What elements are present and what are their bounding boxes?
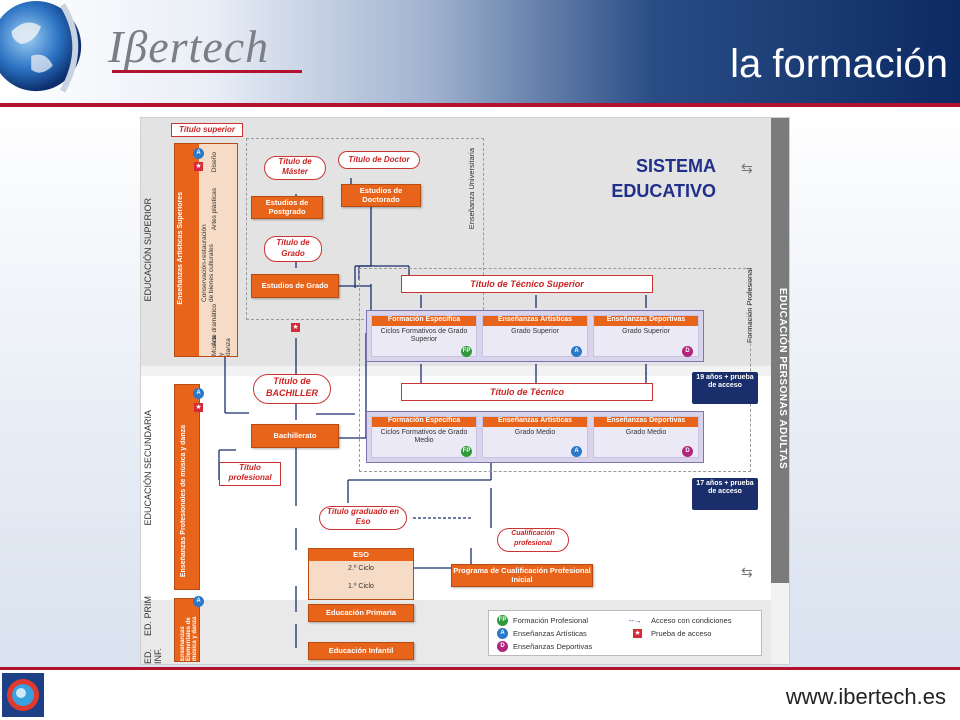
universitaria-region [246,138,484,320]
fp-col-body: Grado Superior [622,328,670,335]
fp-col-body: Ciclos Formativos de Grado Superior [380,328,468,343]
titulo-tecnico-superior: Título de Técnico Superior [401,275,653,293]
header-divider [0,103,960,107]
eso-ciclo-2: 2.º Ciclo [348,565,374,572]
legend-artisticas-label: Enseñanzas Artísticas [513,629,587,638]
titulo-master: Título de Máster [264,156,326,180]
artisticas-items: Diseño Artes plásticas Conservación-rest… [199,144,237,356]
pcpi-box: Programa de Cualificación Profesional In… [451,564,593,587]
fp-region-label: Formación Profesional [745,268,754,344]
artisticas-badge-icon: A [193,388,204,399]
fp-medio-group: Formación Específica Ciclos Formativos d… [366,411,704,463]
footer-globe-icon [2,673,44,717]
artisticas-item: Diseño [211,152,218,173]
fp-col-body: Grado Medio [514,429,556,436]
titulo-profesional: Título profesional [219,462,281,486]
heading-line: SISTEMA [635,156,716,176]
universitaria-label: Enseñanza Universitaria [467,148,476,230]
footer-divider [0,667,960,670]
fp-col-head: Formación Específica [372,316,476,326]
prueba-acceso-star-icon: ★ [194,162,203,171]
eso-ciclo-1: 1.º Ciclo [348,583,374,590]
fp-superior-col: Enseñanzas Deportivas Grado Superior [593,315,699,357]
footer [0,670,960,720]
titulo-doctor: Título de Doctor [338,151,420,169]
fp-col-head: Formación Específica [372,417,476,427]
educacion-primaria-box: Educación Primaria [308,604,414,622]
education-system-diagram: EDUCACIÓN PERSONAS ADULTAS EDUCACIÓN SUP… [140,117,790,665]
legend-deportivas-icon: D [497,641,508,652]
artisticas-badge-icon: A [571,346,582,357]
prueba-acceso-star-icon: ★ [291,323,300,332]
band-adultos: EDUCACIÓN PERSONAS ADULTAS [771,118,789,583]
fp-col-body: Grado Superior [511,328,559,335]
heading-line: EDUCATIVO [611,181,716,201]
titulo-bachiller: Título de BACHILLER [253,374,331,404]
fp-medio-col: Enseñanzas Artísticas Grado Medio [482,416,588,458]
artisticas-item: Conservación-restauración de bienes cult… [201,224,215,302]
deportivas-badge-icon: D [682,346,693,357]
titulo-graduado-eso: Título graduado en Eso [319,506,407,530]
estudios-grado: Estudios de Grado [251,274,339,298]
fp-badge-icon: FP [461,446,472,457]
fp-col-head: Enseñanzas Deportivas [594,316,698,326]
band-adultos-label: EDUCACIÓN PERSONAS ADULTAS [777,288,788,470]
estudios-postgrado: Estudios de Postgrado [251,196,323,219]
legend: FP Formación Profesional A Enseñanzas Ar… [488,610,762,656]
prueba-acceso-star-icon: ★ [194,403,203,412]
legend-acceso-label: Acceso con condiciones [651,616,732,625]
titulo-tecnico: Título de Técnico [401,383,653,401]
dashed-arrow-icon: --→ [629,616,642,625]
page-title: la formación [730,42,948,86]
titulo-superior: Título superior [171,123,243,137]
fp-col-head: Enseñanzas Artísticas [483,417,587,427]
legend-deportivas-label: Enseñanzas Deportivas [513,642,593,651]
brand-underline [112,70,302,73]
fp-badge-icon: FP [461,346,472,357]
legend-artisticas-icon: A [497,628,508,639]
legend-fp-icon: FP [497,615,508,626]
bachillerato-box: Bachillerato [251,424,339,448]
website-url[interactable]: www.ibertech.es [785,684,946,709]
artisticas-badge-icon: A [571,446,582,457]
artisticas-superiores-label: Enseñanzas Artísticas Superiores [177,192,184,305]
bidirectional-arrows-icon: ⇆ [741,160,753,176]
artisticas-profesionales-label: Enseñanzas Profesionales de música y dan… [180,425,187,578]
fp-superior-col: Formación Específica Ciclos Formativos d… [371,315,477,357]
access-17-box: 17 años + prueba de acceso [692,478,758,510]
access-19-box: 19 años + prueba de acceso [692,372,758,404]
bidirectional-arrows-icon: ⇆ [741,564,753,580]
fp-medio-col: Enseñanzas Deportivas Grado Medio [593,416,699,458]
fp-superior-group: Formación Específica Ciclos Formativos d… [366,310,704,362]
artisticas-badge-icon: A [193,148,204,159]
eso-header: ESO [309,549,413,561]
fp-col-body: Grado Medio [625,429,667,436]
fp-medio-col: Formación Específica Ciclos Formativos d… [371,416,477,458]
fp-col-head: Enseñanzas Deportivas [594,417,698,427]
educacion-infantil-box: Educación Infantil [308,642,414,660]
header-banner [0,0,960,104]
legend-star-icon: ★ [633,629,642,638]
fp-superior-col: Enseñanzas Artísticas Grado Superior [482,315,588,357]
legend-fp-label: Formación Profesional [513,616,589,625]
titulo-grado: Título de Grado [264,236,322,262]
legend-prueba-label: Prueba de acceso [651,629,712,638]
artisticas-elementales-label: Enseñanzas Elementales de música y danza [180,616,198,661]
artisticas-badge-icon: A [193,596,204,607]
sistema-educativo-heading: SISTEMA EDUCATIVO [571,154,716,204]
deportivas-badge-icon: D [682,446,693,457]
artisticas-profesionales-block: Enseñanzas Profesionales de música y dan… [174,384,200,590]
eso-block: ESO 2.º Ciclo 1.º Ciclo [308,548,414,600]
fp-col-body: Ciclos Formativos de Grado Medio [380,429,468,444]
fp-col-head: Enseñanzas Artísticas [483,316,587,326]
artisticas-item: Música y danza [211,335,232,356]
globe-logo-icon [0,0,82,93]
artisticas-superiores-block: Enseñanzas Artísticas Superiores Diseño … [174,143,238,357]
brand-logo: Ιβertech [108,21,270,72]
estudios-doctorado: Estudios de Doctorado [341,184,421,207]
artisticas-elementales-block: Enseñanzas Elementales de música y danza [174,598,200,662]
fp-region [359,268,751,472]
cualificacion-profesional: Cualificación profesional [497,528,569,552]
